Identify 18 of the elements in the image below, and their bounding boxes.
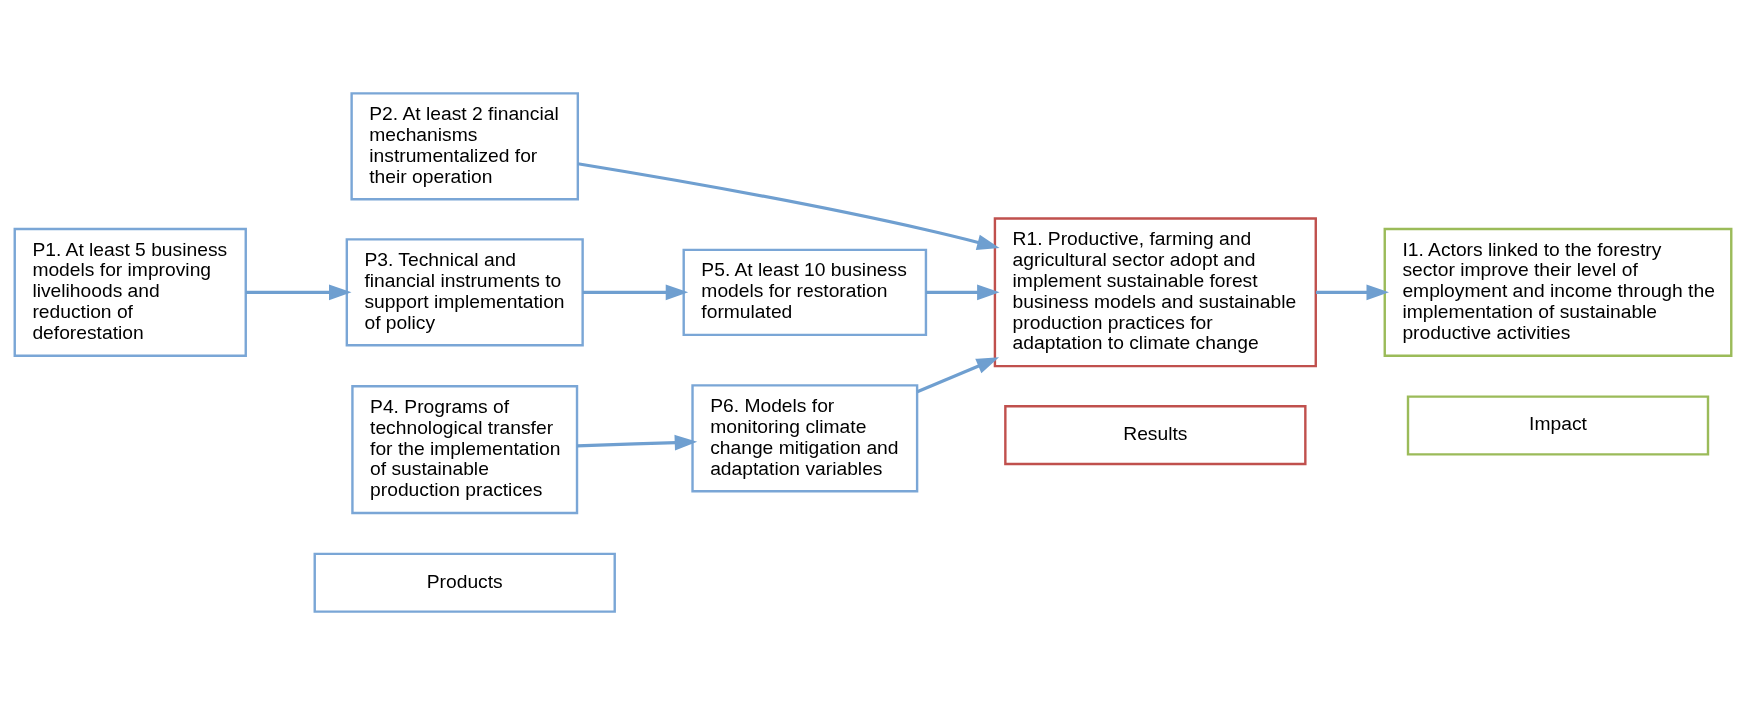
node-box: Products (313, 552, 616, 613)
node-box: Impact (1406, 394, 1710, 456)
node-box: I1. Actors linked to the forestry sector improve their level of employment and income through the implementation of sustainable productive activities (1383, 227, 1733, 357)
arrow (582, 283, 689, 300)
node-box: Results (1004, 404, 1307, 465)
node-box: P5. At least 10 business models for restoration formulated (682, 248, 928, 336)
arrow (925, 283, 1000, 300)
arrow (245, 283, 352, 300)
node-box: P6. Models for monitoring climate change mitigation and adaptation variables (691, 383, 919, 492)
arrow (916, 356, 1000, 393)
node-box: P2. At least 2 financial mechanisms instrumentalized for their operation (350, 91, 580, 200)
node-box: P1. At least 5 business models for improving livelihoods and reduction of deforestation (13, 227, 247, 357)
node-box: P4. Programs of technological transfer for the implementation of sustainable production practices (351, 384, 579, 514)
arrow (1316, 283, 1389, 300)
node-box: P3. Technical and financial instruments to support implementation of policy (345, 237, 584, 346)
arrow (577, 161, 1000, 250)
node-box: R1. Productive, farming and agricultural sector adopt and implement sustainable forest business models and sustainable production practices for adaptation to climate change (993, 216, 1317, 367)
arrow (577, 434, 698, 450)
